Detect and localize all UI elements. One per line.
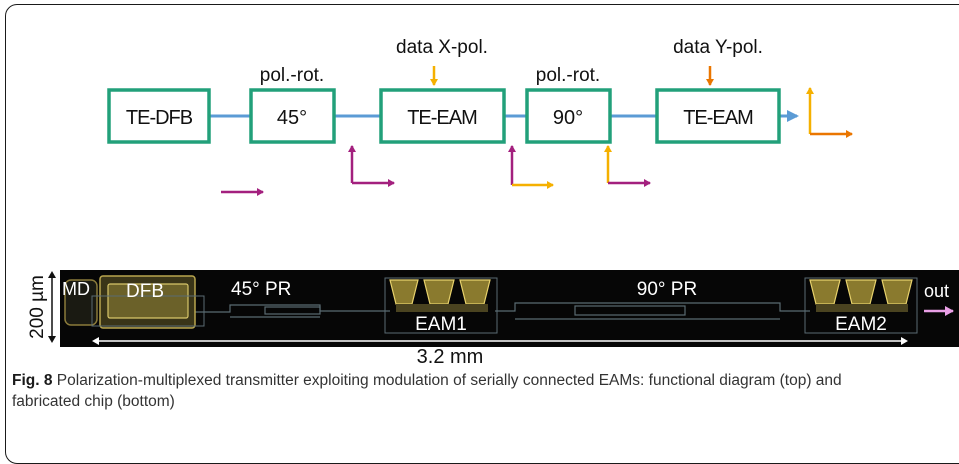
chip-waveguide-traces (100, 302, 810, 320)
chip-label-eam1: EAM1 (415, 314, 467, 335)
figure-number: Fig. 8 (12, 372, 53, 389)
block-above-label: data Y-pol. (673, 37, 763, 58)
chip-height-dimension: 200 µm (27, 271, 56, 343)
block-label: TE-DFB (126, 107, 193, 129)
chip-eam2-section (804, 277, 918, 334)
block-label: 90° (553, 107, 583, 129)
block-label: TE-EAM (683, 107, 753, 129)
caption-text: Polarization-multiplexed transmitter exp… (12, 372, 842, 410)
block-te-dfb: TE-DFB (107, 88, 211, 144)
block-rotator-90: pol.-rot. 90° (525, 65, 612, 144)
functional-diagram: TE-DFB pol.-rot. 45° data X-pol. TE-EAM … (107, 37, 853, 196)
block-rotator-45: pol.-rot. 45° (249, 65, 336, 144)
chip-label-dfb: DFB (126, 281, 164, 302)
chip-height-label: 200 µm (27, 275, 48, 339)
polarization-after-eam1-arrows (508, 145, 554, 189)
chip-background (60, 270, 959, 347)
block-te-eam-1: data X-pol. TE-EAM (379, 37, 506, 144)
figure-svg: TE-DFB pol.-rot. 45° data X-pol. TE-EAM … (27, 37, 959, 368)
figure-caption: Fig. 8 Polarization-multiplexed transmit… (12, 370, 912, 412)
chip-label-pr45: 45° PR (231, 279, 291, 300)
block-above-label: pol.-rot. (536, 65, 600, 86)
chip-label-pr90: 90° PR (637, 279, 697, 300)
block-above-label: data X-pol. (396, 37, 488, 58)
block-above-label: pol.-rot. (260, 65, 324, 86)
chip-length-label: 3.2 mm (417, 346, 484, 368)
chip-label-md: MD (62, 279, 90, 299)
chip-photo: MD DFB 45° PR EAM1 90° PR EAM2 out (60, 270, 959, 347)
chip-eam1-section (384, 277, 498, 334)
chip-label-out: out (924, 281, 949, 301)
chip-label-eam2: EAM2 (835, 314, 887, 335)
block-te-eam-2: data Y-pol. TE-EAM (655, 37, 781, 144)
polarization-45-arrows (348, 145, 395, 187)
chip-dfb-section (64, 275, 205, 329)
polarization-after-90-arrows (604, 145, 651, 187)
block-label: 45° (277, 107, 307, 129)
polarization-output-arrows (806, 87, 853, 138)
block-label: TE-EAM (407, 107, 477, 129)
